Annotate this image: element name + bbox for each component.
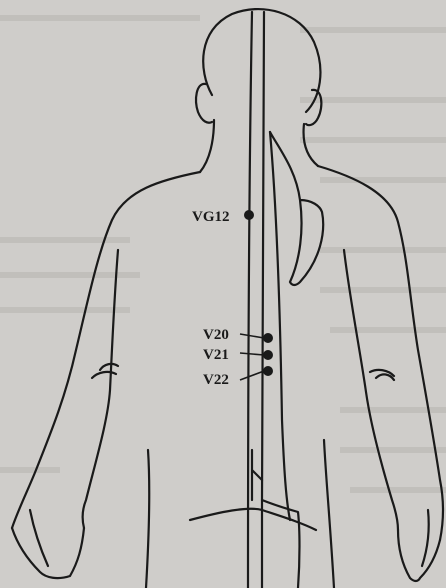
v20-leader (240, 334, 264, 338)
left-hand (12, 510, 84, 578)
left-elbow-mark (100, 364, 118, 370)
point-labels: VG12 V20 V21 V22 (192, 209, 230, 388)
right-hand (398, 510, 440, 581)
neck-left (200, 120, 214, 172)
governing-vessel-line (248, 12, 252, 588)
left-elbow-crease (92, 372, 116, 378)
torso-left-side (146, 450, 149, 588)
left-shoulder-arm-outer (12, 172, 200, 528)
v21-leader (240, 353, 264, 355)
left-arm-inner (83, 250, 118, 528)
lower-meridian-curve (262, 500, 300, 588)
right-elbow-mark (376, 374, 394, 380)
point-v20-dot[interactable] (264, 334, 272, 342)
paper-texture (0, 18, 446, 490)
point-v22-dot[interactable] (264, 367, 272, 375)
torso-right-side (324, 440, 334, 588)
label-v20: V20 (203, 327, 229, 343)
label-vg12: VG12 (192, 209, 230, 225)
bladder-meridian-line (270, 132, 290, 520)
point-vg12-dot[interactable] (245, 211, 253, 219)
neck-right (304, 124, 318, 166)
point-v21-dot[interactable] (264, 351, 272, 359)
right-shoulder-arm-outer (318, 166, 443, 540)
v22-leader (240, 371, 264, 380)
head-outline (203, 9, 320, 112)
right-ear (306, 90, 321, 125)
label-v21: V21 (203, 347, 229, 363)
label-v22: V22 (203, 372, 229, 388)
sacrum-mark (252, 450, 262, 500)
acupuncture-points (240, 211, 272, 380)
